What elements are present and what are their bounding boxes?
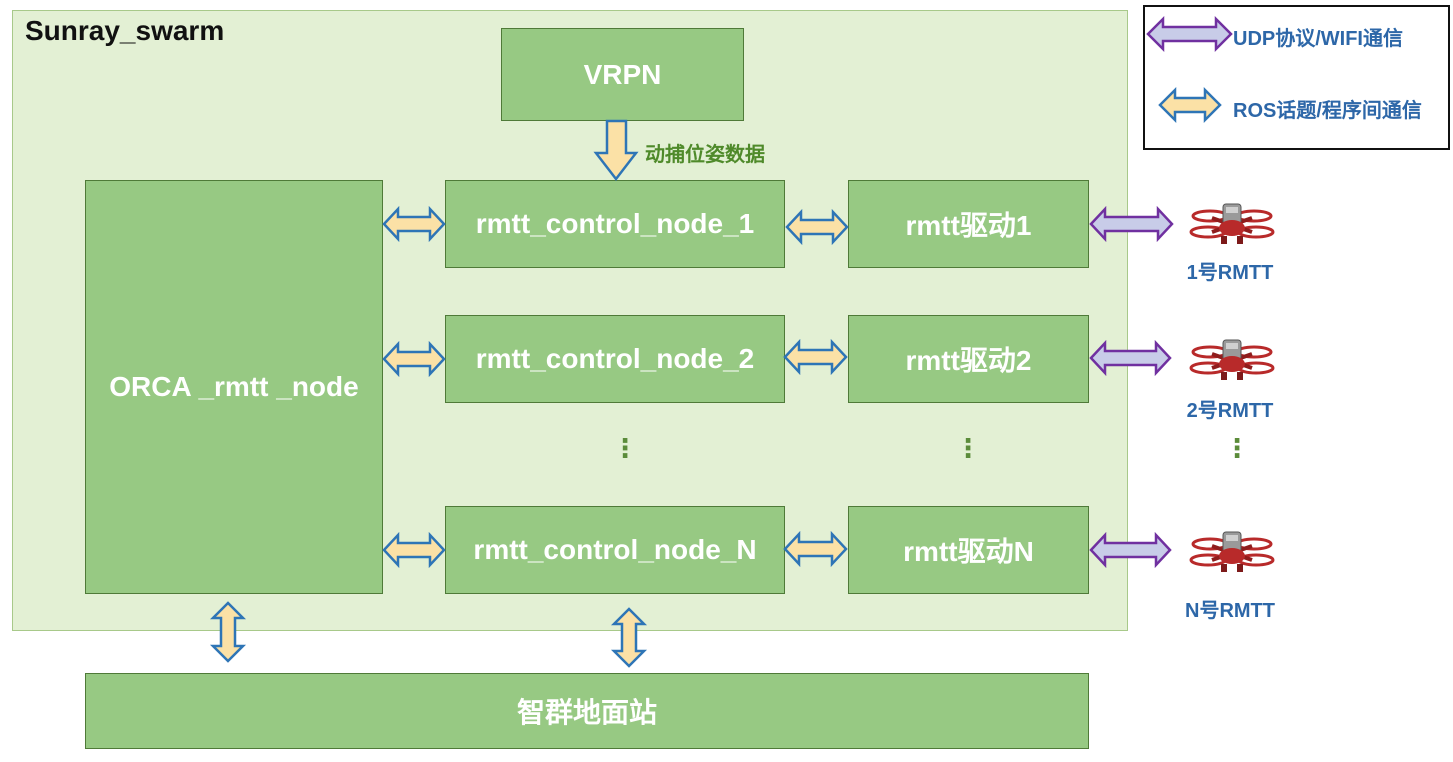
ros-arrow-node1-driver1 (785, 208, 849, 246)
legend-udp-label: UDP协议/WIFI通信 (1233, 28, 1403, 50)
legend-udp-arrow (1146, 15, 1233, 53)
legend-ros-arrow (1158, 86, 1222, 124)
orca-label: ORCA _rmtt _node (109, 371, 359, 402)
drone-1-label: 1号RMTT (1186, 262, 1274, 284)
control-node-1-box: rmtt_control_node_1 (445, 180, 785, 268)
driver-1-label: rmtt驱动1 (905, 210, 1032, 241)
ground-station-label: 智群地面站 (516, 697, 657, 728)
control-node-2-box: rmtt_control_node_2 (445, 315, 785, 403)
ros-arrow-orca-node2 (382, 340, 446, 378)
drone-icon (1189, 202, 1275, 246)
udp-arrow-driver2-drone2 (1089, 339, 1172, 377)
drone-2-label: 2号RMTT (1186, 400, 1274, 422)
udp-arrow-drivern-dronen (1089, 531, 1172, 569)
vrpn-label: VRPN (583, 58, 662, 90)
ros-arrow-swarm-ground (610, 607, 648, 668)
ros-arrow-noden-drivern (783, 530, 848, 568)
ros-arrow-orca-noden (382, 531, 446, 569)
driver-n-box: rmtt驱动N (848, 506, 1089, 594)
vrpn-down-arrow (593, 119, 639, 182)
ground-station-box: 智群地面站 (85, 673, 1089, 749)
control-node-1-label: rmtt_control_node_1 (475, 208, 755, 239)
legend-ros-label: ROS话题/程序间通信 (1233, 100, 1422, 122)
orca-rmtt-node-box: ORCA _rmtt _node (85, 180, 383, 594)
mocap-pose-label: 动捕位姿数据 (645, 144, 765, 166)
ros-arrow-orca-node1 (382, 205, 446, 243)
drone-n-label: N号RMTT (1185, 600, 1275, 622)
control-node-n-label: rmtt_control_node_N (473, 534, 757, 565)
driver-1-box: rmtt驱动1 (848, 180, 1089, 268)
ros-arrow-orca-ground (209, 601, 247, 663)
swarm-title: Sunray_swarm (25, 15, 225, 46)
drone-icon (1189, 338, 1275, 382)
driver-n-label: rmtt驱动N (903, 536, 1034, 567)
ros-arrow-node2-driver2 (783, 338, 848, 376)
drone-icon (1189, 530, 1275, 574)
control-node-n-box: rmtt_control_node_N (445, 506, 785, 594)
driver-2-label: rmtt驱动2 (905, 345, 1032, 376)
control-node-2-label: rmtt_control_node_2 (475, 343, 755, 374)
driver-2-box: rmtt驱动2 (848, 315, 1089, 403)
udp-arrow-driver1-drone1 (1089, 205, 1174, 243)
